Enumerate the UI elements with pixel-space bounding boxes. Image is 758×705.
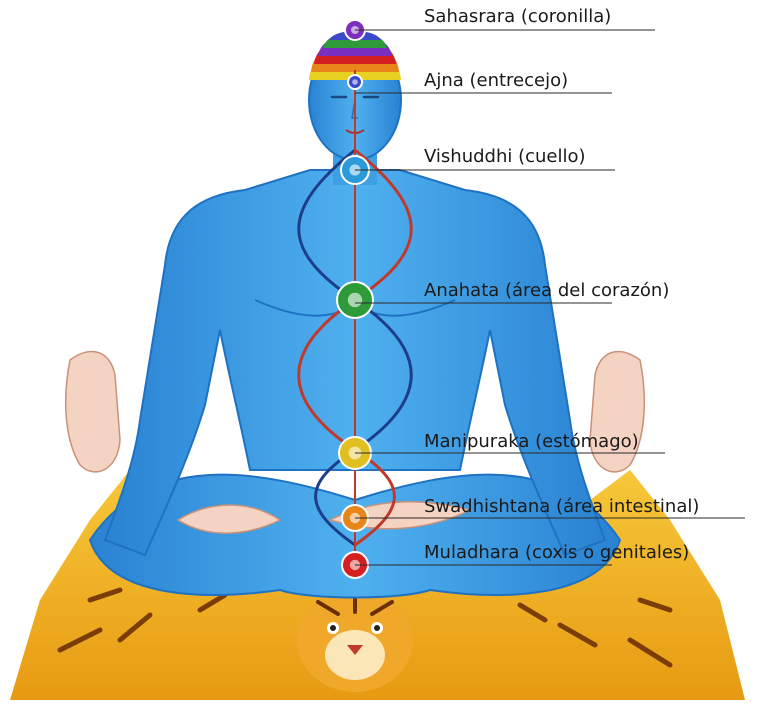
chakra-anahata-center	[348, 293, 362, 307]
label-ajna: Ajna (entrecejo)	[424, 70, 568, 92]
label-muladhara: Muladhara (coxis o genitales)	[424, 542, 689, 564]
label-anahata: Anahata (área del corazón)	[424, 280, 669, 302]
label-sahasrara: Sahasrara (coronilla)	[424, 6, 611, 28]
label-vishuddhi: Vishuddhi (cuello)	[424, 146, 586, 168]
label-swadhishtana: Swadhishtana (área intestinal)	[424, 496, 699, 518]
chakra-ajna-center	[352, 79, 358, 85]
label-manipuraka: Manipuraka (estómago)	[424, 431, 639, 453]
